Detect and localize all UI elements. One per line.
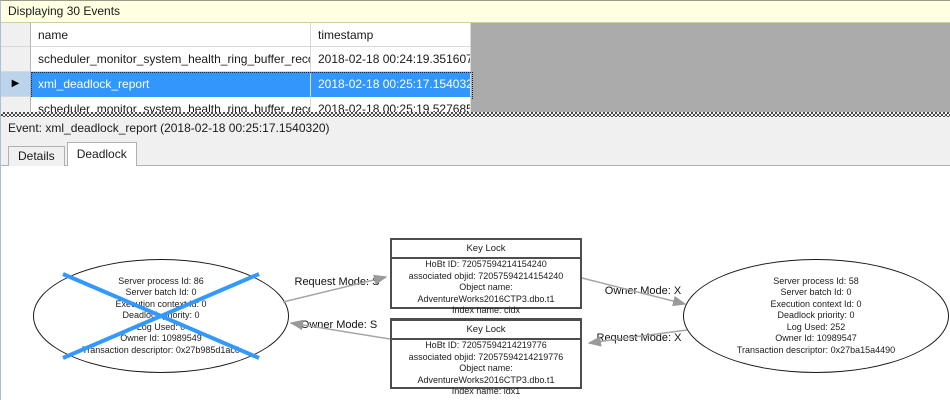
process-detail: Server batch Id: 0 (125, 287, 197, 298)
resource-node-key-lock-idx1[interactable]: Key Lock HoBt ID: 72057594214219776 asso… (390, 318, 582, 396)
process-detail: Transaction descriptor: 0x27ba15a4490 (736, 344, 896, 355)
resource-detail: Object name: AdventureWorks2016CTP3.dbo.… (417, 282, 555, 304)
resource-title: Key Lock (392, 321, 580, 340)
resource-detail: Object name: AdventureWorks2016CTP3.dbo.… (417, 363, 555, 385)
event-timestamp-cell[interactable]: 2018-02-18 00:25:17.1540320 (311, 72, 471, 97)
event-timestamp-cell[interactable]: 2018-02-18 00:24:19.3516078 (311, 47, 471, 72)
process-detail: Log Used: 252 (786, 321, 846, 332)
process-detail: Transaction descriptor: 0x27b985d1ac0 (82, 344, 240, 355)
edge-label-request-x: Request Mode: X (596, 332, 682, 344)
resource-detail: associated objid: 72057594214219776 (408, 351, 564, 362)
process-detail: Owner Id: 10989549 (120, 333, 202, 344)
event-timestamp-cell[interactable]: 2018-02-18 00:25:19.5276859 (311, 97, 471, 112)
edge-label-owner-s: Owner Mode: S (300, 319, 378, 331)
process-detail: Owner Id: 10989547 (775, 333, 857, 344)
deadlock-graph: Request Mode: S Owner Mode: X Owner Mode… (1, 166, 950, 400)
edge-label-owner-x: Owner Mode: X (604, 285, 682, 297)
current-row-arrow-icon: ▶ (11, 78, 20, 89)
splitter-handle[interactable] (1, 112, 950, 117)
process-detail: Log Used: 0 (136, 321, 186, 332)
process-detail: Server process Id: 58 (773, 275, 859, 286)
event-name-cell[interactable]: scheduler_monitor_system_health_ring_buf… (31, 97, 311, 112)
event-row[interactable]: scheduler_monitor_system_health_ring_buf… (1, 97, 471, 112)
event-name-cell[interactable]: xml_deadlock_report (31, 72, 311, 97)
resource-detail: associated objid: 72057594214154240 (408, 270, 564, 281)
tab-deadlock[interactable]: Deadlock (66, 142, 137, 166)
row-selector[interactable] (1, 47, 31, 72)
resource-detail: Index name: idx1 (451, 386, 521, 396)
tab-strip: Details Deadlock (1, 139, 950, 166)
resource-detail: HoBt ID: 72057594214219776 (425, 340, 547, 350)
event-row-selected[interactable]: ▶ xml_deadlock_report 2018-02-18 00:25:1… (1, 72, 473, 99)
edge-label-request-s: Request Mode: S (294, 276, 380, 288)
process-node-victim[interactable]: Server process Id: 86 Server batch Id: 0… (33, 259, 289, 373)
row-selector[interactable] (1, 97, 31, 112)
process-detail: Execution context Id: 0 (770, 298, 862, 309)
resource-title: Key Lock (392, 240, 580, 259)
event-row[interactable]: scheduler_monitor_system_health_ring_buf… (1, 47, 471, 72)
events-grid: name timestamp scheduler_monitor_system_… (1, 23, 950, 112)
resource-detail: HoBt ID: 72057594214154240 (425, 259, 547, 269)
name-column-header[interactable]: name (31, 23, 311, 47)
tab-details[interactable]: Details (8, 146, 65, 166)
process-detail: Execution context Id: 0 (115, 298, 207, 309)
row-selector-header (1, 23, 31, 47)
resource-detail: Index name: cidx (451, 305, 521, 315)
events-count-bar: Displaying 30 Events (1, 1, 950, 23)
grid-header-row: name timestamp (1, 23, 471, 47)
process-node[interactable]: Server process Id: 58 Server batch Id: 0… (683, 259, 949, 373)
timestamp-column-header[interactable]: timestamp (311, 23, 471, 47)
process-detail: Server process Id: 86 (118, 275, 204, 286)
process-detail: Deadlock priority: 0 (122, 310, 200, 321)
event-summary: Event: xml_deadlock_report (2018-02-18 0… (1, 117, 950, 139)
resource-node-key-lock-cidx[interactable]: Key Lock HoBt ID: 72057594214154240 asso… (390, 238, 582, 315)
event-name-cell[interactable]: scheduler_monitor_system_health_ring_buf… (31, 47, 311, 72)
row-selector[interactable]: ▶ (1, 72, 31, 97)
process-detail: Deadlock priority: 0 (777, 310, 855, 321)
process-detail: Server batch Id: 0 (780, 287, 852, 298)
